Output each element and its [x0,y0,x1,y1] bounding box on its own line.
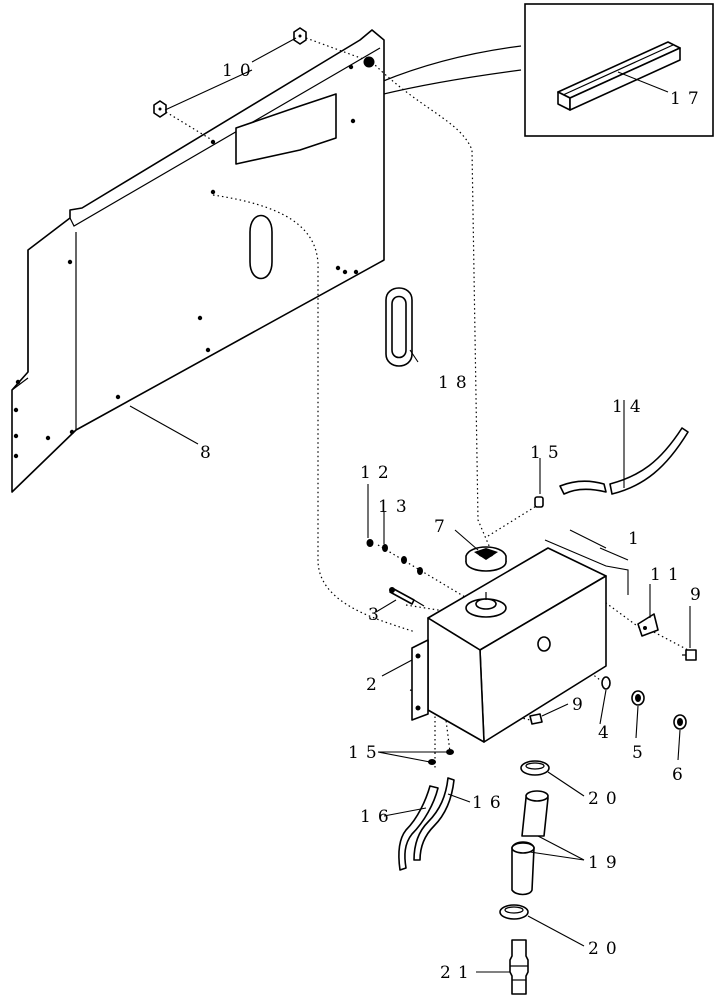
callout-17: 17 [670,89,706,109]
fittings-15-bottom [428,749,454,765]
bolt-9-lower [529,713,543,725]
callout-8: 8 [200,443,218,463]
detail-inset-box [341,3,714,137]
washer-12 [366,539,374,547]
callout-16-left: 16 [360,807,396,827]
callout-13: 13 [378,497,414,517]
callout-9-lower: 9 [572,695,590,715]
elbow-fitting-15-top [534,496,544,508]
callout-20-bottom: 20 [588,939,624,959]
callout-2: 2 [366,675,384,695]
callout-3: 3 [368,605,386,625]
hose-clamp-20-bottom [499,904,529,920]
callout-19: 19 [588,853,624,873]
hose-clamp-20-top [520,760,550,776]
callout-15-bottom: 15 [348,743,384,763]
reservoir-tank [411,547,607,743]
drain-hoses-16 [398,777,455,871]
suction-hose-19 [511,790,549,896]
callout-14: 14 [612,397,648,417]
callout-4: 4 [598,723,616,743]
breather-fitting-3 [389,587,425,607]
callout-5: 5 [632,743,650,763]
callout-6: 6 [672,765,690,785]
edge-trim-strip [557,41,681,111]
callout-1: 1 [628,529,646,549]
breather-hose-14 [559,427,689,495]
filler-cap [465,546,507,572]
washer-13 [382,544,423,575]
grommet [385,287,413,367]
callout-16-right: 16 [472,793,508,813]
o-ring-4 [601,676,611,690]
plug-6 [673,714,687,730]
plug-5 [631,690,645,706]
callout-15-top: 15 [530,443,566,463]
callout-10: 10 [222,61,258,81]
hose-barb-21 [509,939,529,995]
callout-11: 11 [650,565,686,585]
callout-21: 21 [440,963,476,983]
callout-7: 7 [434,517,452,537]
side-panel [11,29,385,493]
callout-18: 18 [438,373,474,393]
callout-20-top: 20 [588,789,624,809]
nut-10-top [293,27,307,45]
callout-12: 12 [360,463,396,483]
callout-9-right: 9 [690,585,708,605]
bolt-9-right [682,649,697,661]
nut-10-left [153,100,167,118]
clamp-11 [637,613,659,637]
